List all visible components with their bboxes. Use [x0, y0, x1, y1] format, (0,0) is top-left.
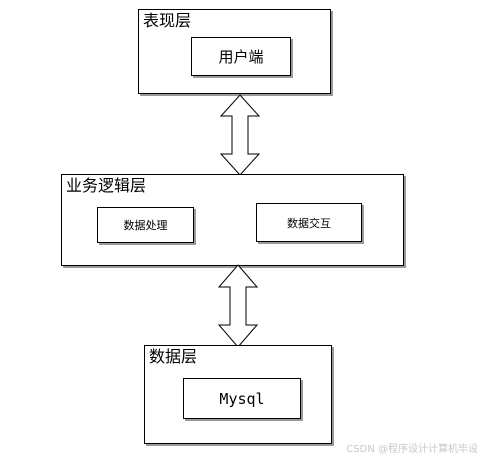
business-logic-layer-title: 业务逻辑层	[66, 176, 147, 195]
presentation-layer: 表现层 用户端	[138, 9, 331, 94]
data-layer: 数据层 Mysql	[144, 345, 332, 444]
data-interaction-box: 数据交互	[256, 203, 362, 242]
business-logic-layer: 业务逻辑层 数据处理 数据交互	[61, 174, 404, 266]
client-box: 用户端	[191, 37, 291, 76]
data-layer-title: 数据层	[149, 347, 198, 366]
watermark: CSDN @程序设计计算机毕设	[346, 444, 478, 455]
double-arrow-top	[219, 94, 261, 176]
presentation-layer-title: 表现层	[143, 11, 192, 30]
data-processing-box: 数据处理	[97, 207, 194, 243]
mysql-box: Mysql	[183, 378, 301, 419]
double-arrow-bottom	[217, 264, 259, 348]
